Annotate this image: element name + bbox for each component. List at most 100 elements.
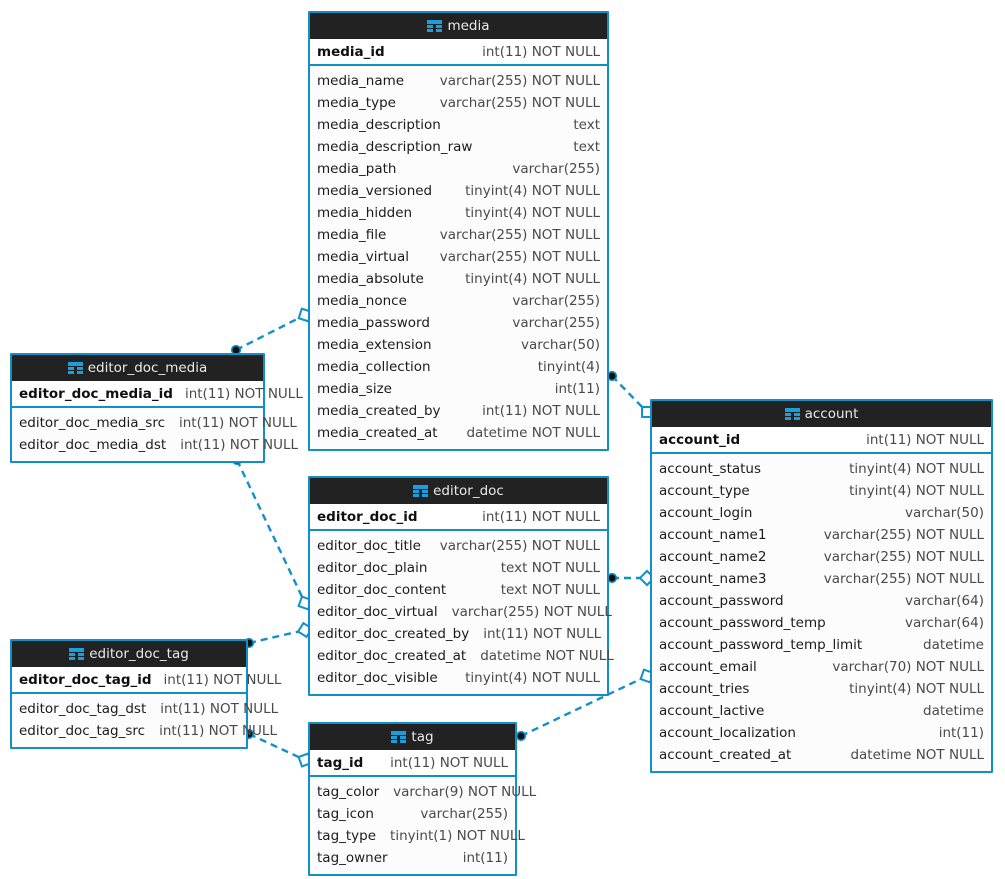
column-name: media_path	[317, 161, 397, 177]
column-type: datetime	[923, 637, 984, 653]
column-name: account_password_temp_limit	[659, 637, 863, 653]
entity-title-editor_doc_tag: editor_doc_tag	[89, 646, 189, 662]
entity-header-editor_doc_media[interactable]: editor_doc_media	[12, 355, 263, 381]
rel-editor_doc_tag-editor_doc[interactable]	[243, 621, 314, 649]
column-name: media_created_by	[317, 403, 441, 419]
primary-key-name: tag_id	[317, 754, 364, 771]
column-name: account_email	[659, 659, 757, 675]
entity-header-editor_doc[interactable]: editor_doc	[310, 478, 607, 504]
entity-header-tag[interactable]: tag	[310, 724, 515, 750]
rel-editor_doc-account[interactable]	[606, 569, 656, 587]
entity-header-media[interactable]: media	[310, 13, 607, 39]
column-row[interactable]: editor_doc_tag_dst int(11) NOT NULL	[12, 698, 278, 720]
column-name: media_extension	[317, 337, 432, 353]
column-type: varchar(255) NOT NULL	[823, 571, 984, 587]
primary-key-type: int(11) NOT NULL	[482, 508, 600, 525]
column-name: editor_doc_tag_dst	[19, 701, 147, 717]
column-name: media_size	[317, 381, 392, 397]
entity-header-editor_doc_tag[interactable]: editor_doc_tag	[12, 641, 246, 667]
column-type: varchar(255) NOT NULL	[439, 249, 600, 265]
column-name: editor_doc_media_src	[19, 415, 165, 431]
column-row[interactable]: editor_doc_media_src int(11) NOT NULL	[12, 412, 297, 434]
entity-title-tag: tag	[411, 729, 434, 745]
column-type: int(11) NOT NULL	[179, 415, 297, 431]
column-type: datetime	[923, 703, 984, 719]
column-type: int(11) NOT NULL	[160, 701, 279, 717]
column-type: datetime NOT NULL	[850, 747, 984, 763]
column-type: varchar(255)	[512, 161, 600, 177]
column-name: account_name3	[659, 571, 767, 587]
column-type: varchar(255) NOT NULL	[823, 527, 984, 543]
column-type: tinyint(4) NOT NULL	[849, 461, 984, 477]
column-row[interactable]: account_name3 varchar(255) NOT NULL	[652, 568, 991, 590]
rel-editor_doc_media-editor_doc[interactable]	[231, 454, 313, 611]
rel-editor_doc_media-media[interactable]	[230, 307, 313, 356]
column-name: account_tries	[659, 681, 750, 697]
rel-media-account[interactable]	[606, 370, 654, 419]
entity-header-account[interactable]: account	[652, 401, 991, 427]
column-row[interactable]: account_password_temp_limit datetime	[652, 634, 991, 656]
column-name: media_type	[317, 95, 396, 111]
column-row[interactable]: media_path varchar(255)	[310, 158, 607, 180]
column-name: editor_doc_title	[317, 538, 421, 554]
column-type: int(11)	[462, 850, 508, 866]
column-type: tinyint(1) NOT NULL	[390, 828, 525, 844]
column-type: text	[573, 139, 600, 155]
